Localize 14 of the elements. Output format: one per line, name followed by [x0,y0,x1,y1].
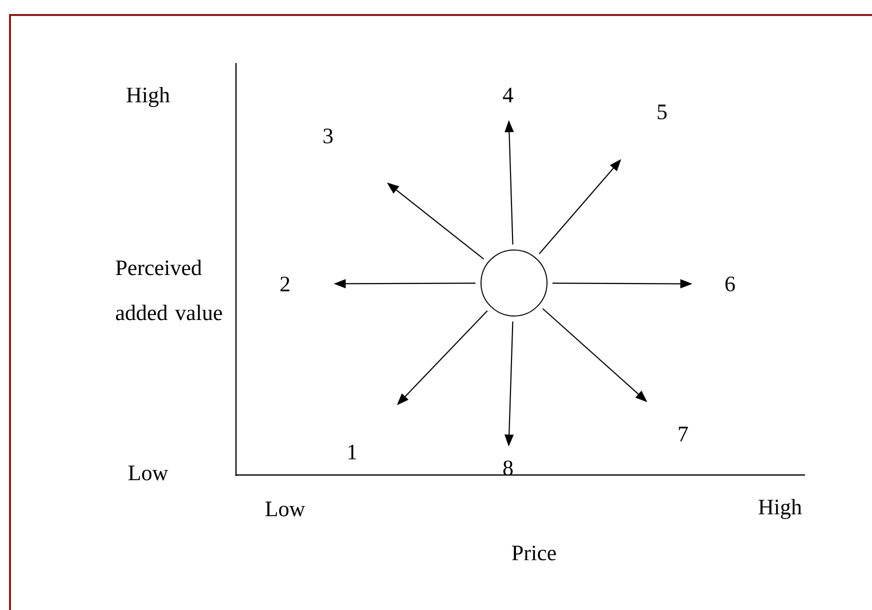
axis-label: Low [128,466,168,480]
number-label: 6 [725,276,735,292]
number-label: 2 [280,276,290,292]
axis-title: Perceived added value [116,260,222,320]
number-label: 4 [502,88,514,102]
center-circle [480,250,548,316]
number-label: 3 [324,128,333,144]
axis-label: Price [512,546,556,560]
axis-label: Low [265,502,306,516]
number-label: 1 [348,444,356,460]
axis-label: High [126,87,170,107]
number-label: 7 [678,426,688,442]
number-label: 5 [658,104,667,120]
axis-label: High [758,499,802,519]
